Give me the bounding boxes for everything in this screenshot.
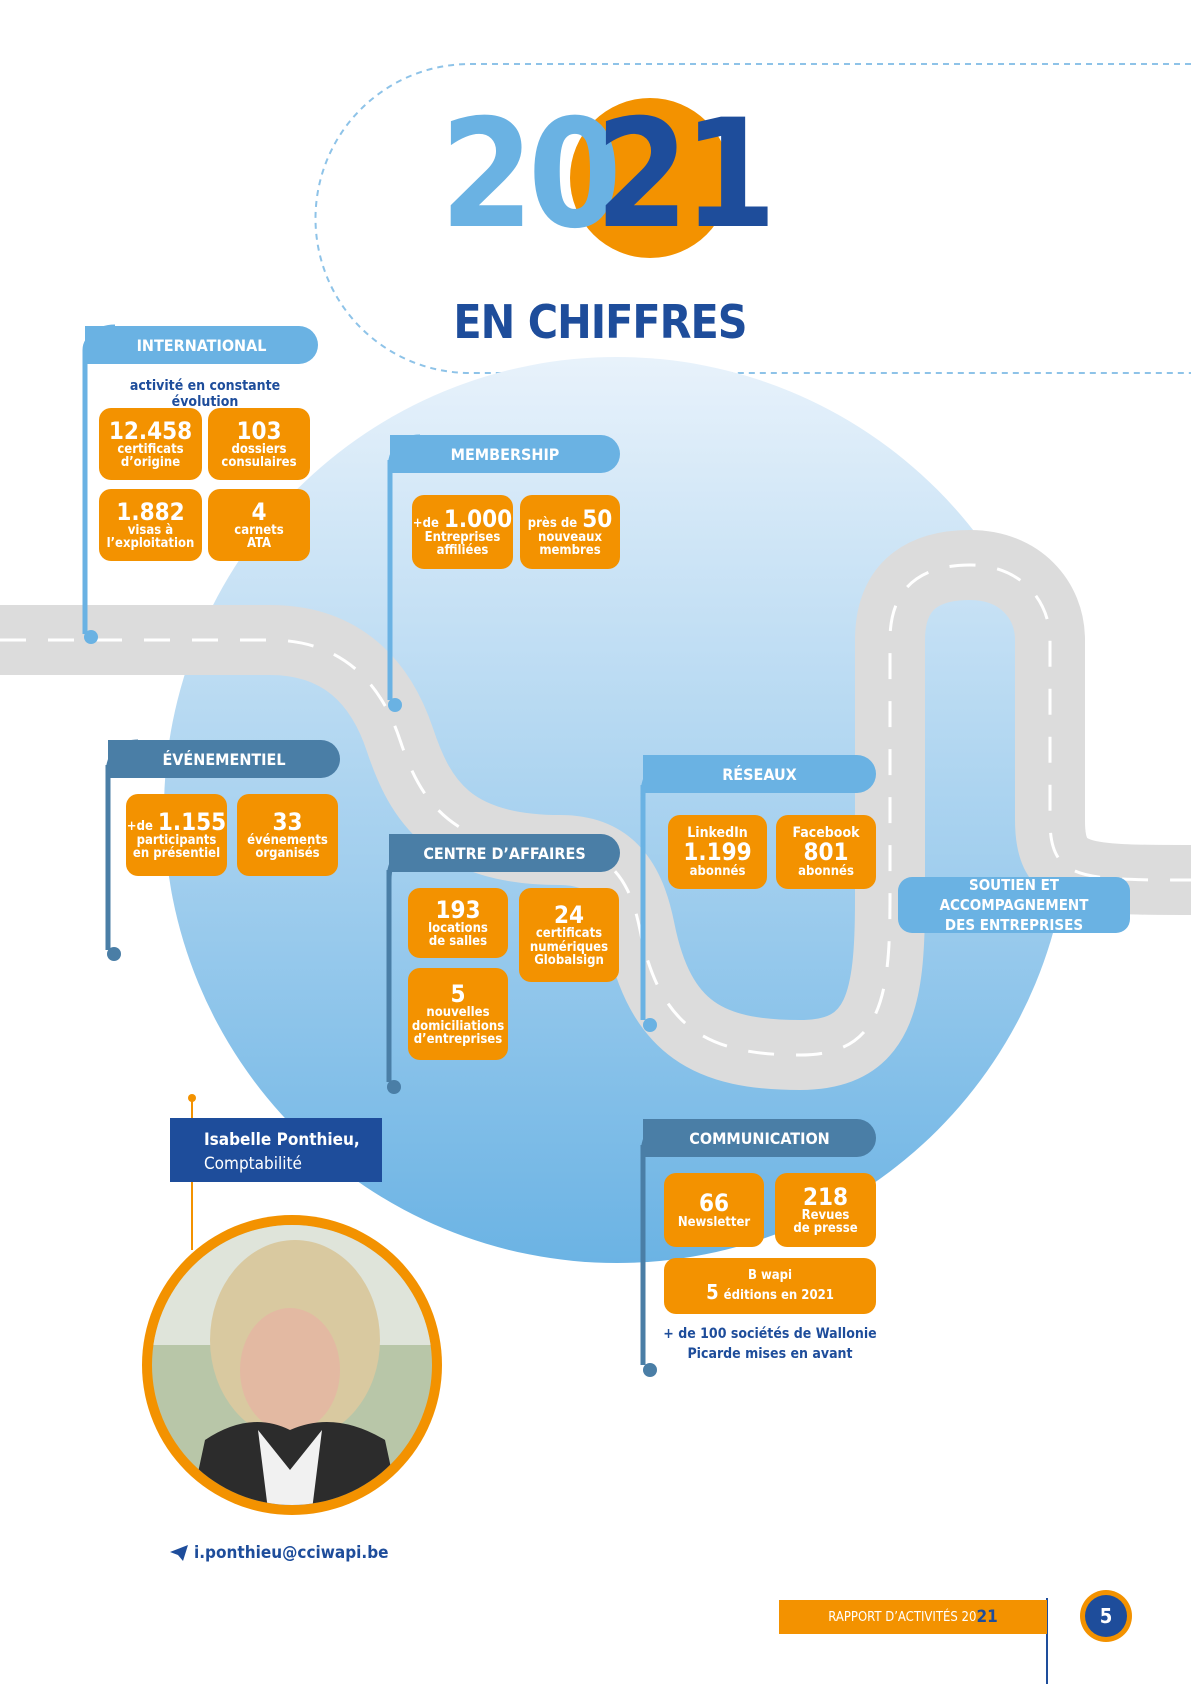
international-box-visas: 1.882 visas à l’exploitation: [99, 489, 202, 561]
communication-header: COMMUNICATION: [643, 1119, 876, 1157]
centre-box-domiciliations: 5 nouvelles domiciliations d’entreprises: [408, 968, 508, 1060]
send-icon: [170, 1545, 188, 1561]
international-caption: activité en constante évolution: [129, 378, 281, 410]
communication-box-revues: 218 Revues de presse: [775, 1173, 876, 1247]
communication-note-line2: Picarde mises en avant: [687, 1346, 853, 1362]
international-box-carnets: 4 carnets ATA: [208, 489, 310, 561]
road: [0, 529, 1191, 1091]
international-box-certificats: 12.458 certificats d’origine: [99, 408, 202, 480]
person-name: Isabelle Ponthieu,: [204, 1130, 360, 1150]
centre-box-certificats: 24 certificats numériques Globalsign: [519, 888, 619, 982]
email-text: i.ponthieu@cciwapi.be: [194, 1543, 389, 1563]
year-part-21: 21: [595, 88, 777, 262]
person-name-card: Isabelle Ponthieu, Comptabilité: [170, 1118, 382, 1182]
reseaux-box-facebook: Facebook 801 abonnés: [776, 815, 876, 889]
international-header: INTERNATIONAL: [85, 326, 318, 364]
international-box-dossiers: 103 dossiers consulaires: [208, 408, 310, 480]
evenementiel-header: ÉVÉNEMENTIEL: [108, 740, 340, 778]
reseaux-header: RÉSEAUX: [643, 755, 876, 793]
soutien-label: SOUTIEN ET ACCOMPAGNEMENT DES ENTREPRISE…: [898, 876, 1130, 934]
membership-header: MEMBERSHIP: [390, 435, 620, 473]
year-part-20: 20: [440, 88, 622, 262]
evenementiel-box-evenements: 33 événements organisés: [237, 794, 338, 876]
centre-box-locations: 193 locations de salles: [408, 888, 508, 958]
centre-affaires-header: CENTRE D’AFFAIRES: [389, 834, 620, 872]
communication-box-bwapi: B wapi 5 éditions en 2021: [664, 1258, 876, 1314]
title-year: 20 21: [440, 88, 777, 262]
page-subtitle: EN CHIFFRES: [453, 295, 747, 349]
reseaux-box-linkedin: LinkedIn 1.199 abonnés: [668, 815, 767, 889]
membership-box-nouveaux: près de 50 nouveaux membres: [520, 495, 620, 569]
communication-note-line1: + de 100 sociétés de Wallonie: [663, 1326, 877, 1342]
page-number: 5: [1099, 1604, 1113, 1628]
person-role: Comptabilité: [204, 1154, 302, 1174]
evenementiel-box-participants: +de 1.155 participants en présentiel: [126, 794, 227, 876]
person-email[interactable]: i.ponthieu@cciwapi.be: [170, 1541, 389, 1565]
portrait-photo: [152, 1225, 432, 1505]
membership-box-entreprises: +de 1.000 Entreprises affiliées: [412, 495, 513, 569]
communication-box-newsletter: 66 Newsletter: [664, 1173, 764, 1247]
